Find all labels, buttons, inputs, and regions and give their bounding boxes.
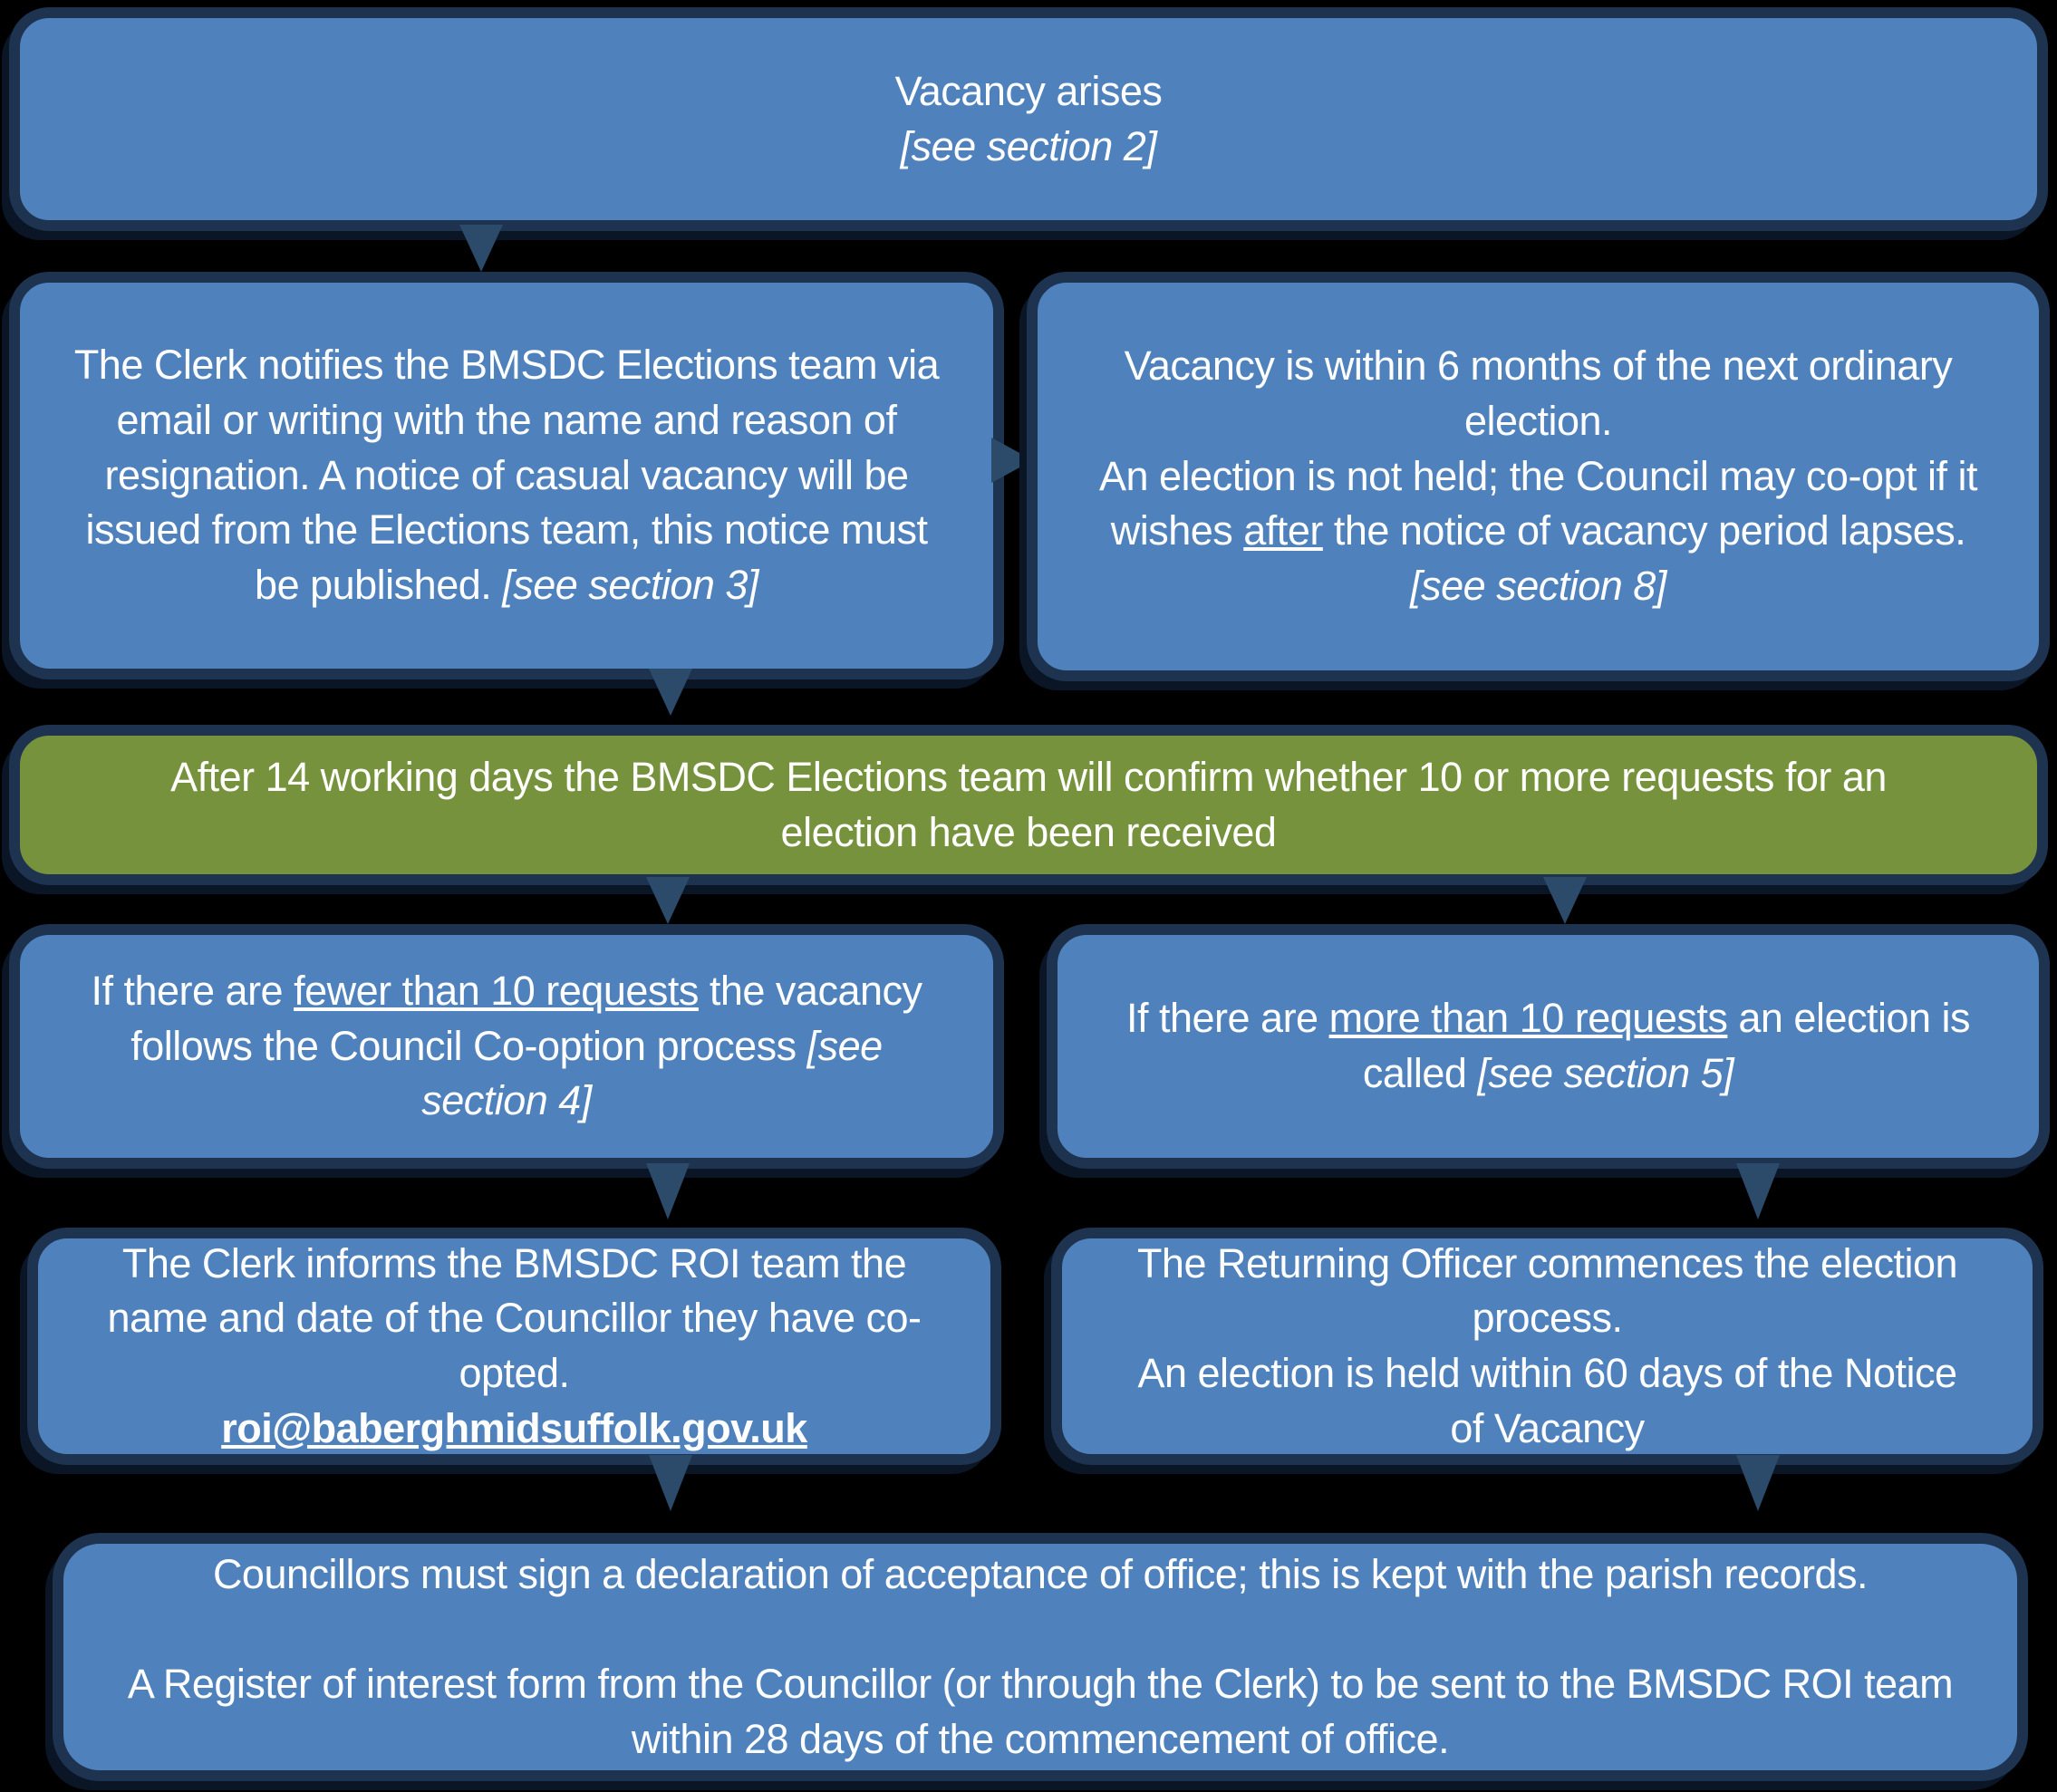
flow-box-vacancy-six-months-text: Vacancy is within 6 months of the next o… — [1098, 342, 1978, 610]
flow-box-confirm-requests-text: After 14 working days the BMSDC Election… — [170, 753, 1887, 855]
arrow-fewer-than-10-to-clerk-informs — [646, 1163, 690, 1219]
arrow-returning-officer-to-declaration — [1736, 1455, 1780, 1511]
flow-box-declaration: Councillors must sign a declaration of a… — [53, 1533, 2028, 1781]
flow-box-clerk-notifies: The Clerk notifies the BMSDC Elections t… — [9, 272, 1004, 679]
arrow-clerk-notifies-to-confirm — [649, 669, 692, 716]
flow-box-vacancy-arises: Vacancy arises[see section 2] — [9, 7, 2048, 231]
arrow-more-than-10-to-returning-officer — [1736, 1163, 1780, 1219]
flow-box-more-than-10: If there are more than 10 requests an el… — [1047, 924, 2050, 1169]
flow-box-returning-officer-text: The Returning Officer commences the elec… — [1136, 1239, 1958, 1451]
flow-box-declaration-text: Councillors must sign a declaration of a… — [127, 1550, 1954, 1762]
flow-box-more-than-10-text: If there are more than 10 requests an el… — [1125, 995, 1971, 1096]
flow-box-fewer-than-10-text: If there are fewer than 10 requests the … — [91, 967, 922, 1124]
flow-box-returning-officer: The Returning Officer commences the elec… — [1051, 1228, 2043, 1465]
flow-box-vacancy-six-months: Vacancy is within 6 months of the next o… — [1027, 272, 2050, 681]
arrow-confirm-to-more-than-10 — [1543, 877, 1587, 924]
arrow-vacancy-to-clerk-notifies — [459, 225, 503, 272]
flow-box-confirm-requests: After 14 working days the BMSDC Election… — [9, 725, 2048, 885]
arrow-clerk-notifies-to-six-months — [991, 438, 1033, 483]
flow-box-clerk-informs-roi: The Clerk informs the BMSDC ROI team the… — [27, 1228, 1001, 1465]
flow-box-fewer-than-10: If there are fewer than 10 requests the … — [9, 924, 1004, 1169]
flow-box-clerk-notifies-text: The Clerk notifies the BMSDC Elections t… — [73, 342, 940, 609]
arrow-clerk-informs-to-declaration — [649, 1455, 692, 1511]
arrow-confirm-to-fewer-than-10 — [646, 877, 690, 924]
flow-box-clerk-informs-roi-text: The Clerk informs the BMSDC ROI team the… — [107, 1239, 922, 1451]
flow-box-vacancy-arises-text: Vacancy arises[see section 2] — [894, 67, 1163, 169]
